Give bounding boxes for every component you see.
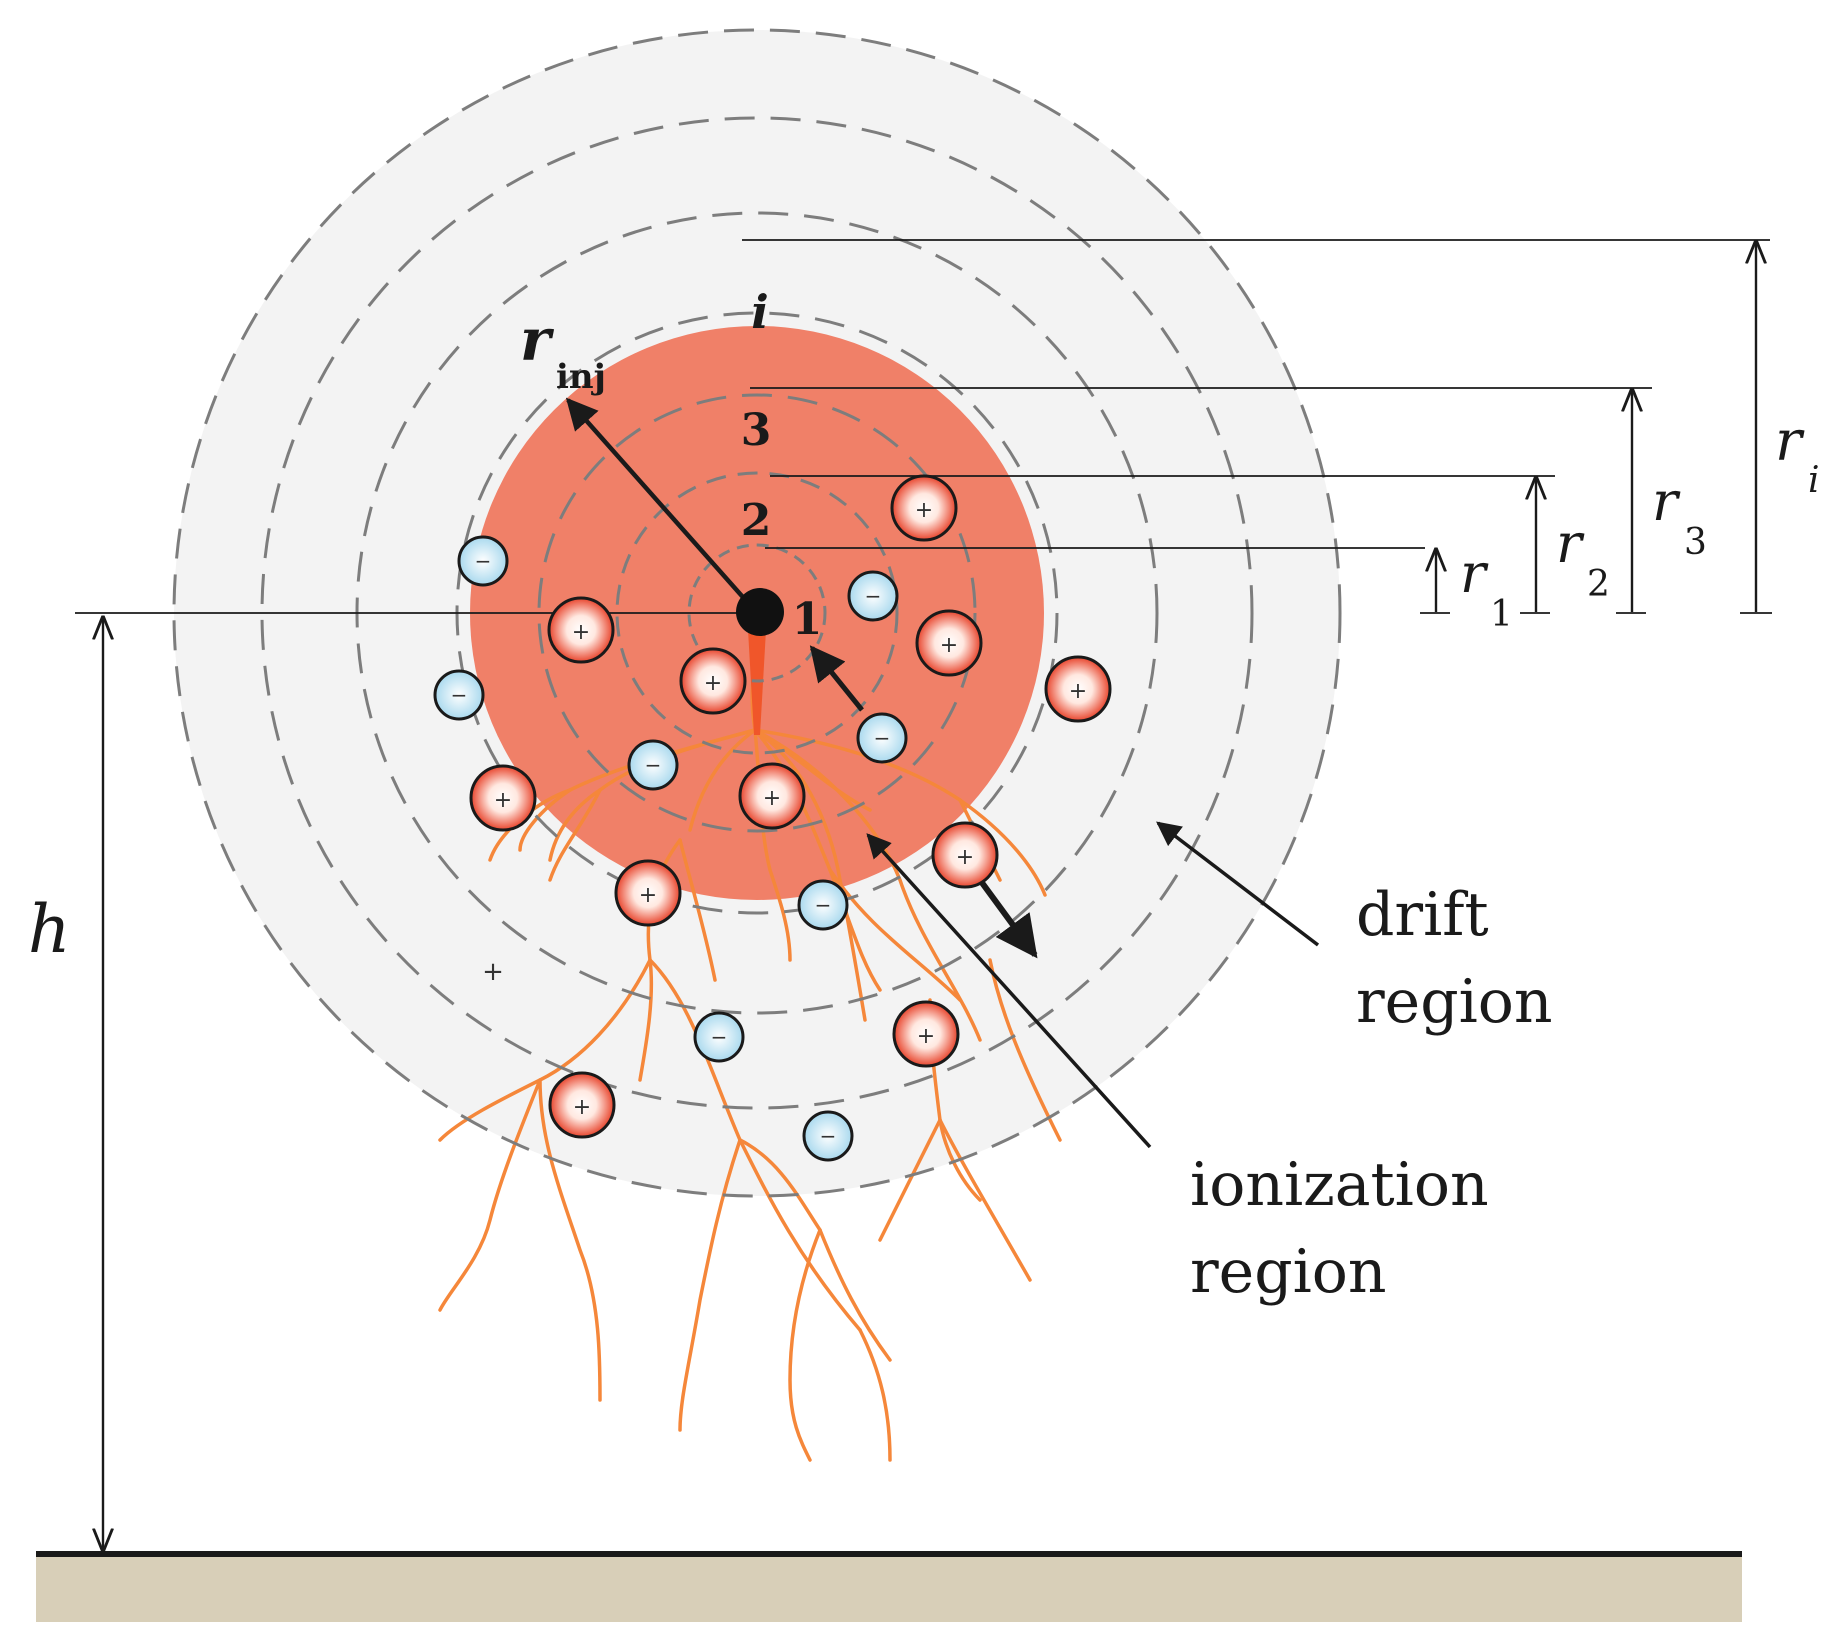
svg-text:+: + xyxy=(940,633,958,658)
positive-ion: + xyxy=(915,609,983,677)
shell-label-1: 1 xyxy=(792,594,823,645)
r-inj-subscript: inj xyxy=(556,357,606,397)
positive-ion: + xyxy=(738,762,806,830)
r-inj-label: r xyxy=(520,306,555,374)
positive-ion: + xyxy=(890,474,958,542)
injection-point xyxy=(736,588,784,636)
negative-ion: − xyxy=(457,535,509,587)
svg-text:−: − xyxy=(645,753,662,777)
svg-text:+: + xyxy=(915,498,933,523)
svg-text:−: − xyxy=(475,549,492,573)
ionization-region-pointer xyxy=(866,833,1152,1149)
positive-ion: + xyxy=(892,1000,960,1068)
positive-ion-drift-arrow xyxy=(977,878,1038,959)
svg-text:+: + xyxy=(704,671,722,696)
r1-label: r xyxy=(1460,542,1489,605)
negative-ions: − − − − − − − − xyxy=(433,535,908,1162)
drift-region-pointer xyxy=(1156,821,1320,947)
dimension-arrows xyxy=(103,242,1756,1550)
positive-ion: + xyxy=(1044,655,1112,723)
height-label: h xyxy=(28,891,71,968)
positive-ion: + xyxy=(931,821,999,889)
ionization-region-label-line1: ionization xyxy=(1190,1150,1489,1220)
r3-label: r xyxy=(1652,470,1681,533)
drift-region-label-line2: region xyxy=(1356,967,1553,1037)
dimension-lines xyxy=(75,239,1772,614)
svg-text:+: + xyxy=(917,1024,935,1049)
stray-plus-sign: + xyxy=(482,957,504,987)
svg-text:−: − xyxy=(874,726,891,750)
ionization-region-label-line2: region xyxy=(1190,1237,1387,1307)
shell-label-i: i xyxy=(751,285,768,339)
r-inj-arrow xyxy=(565,397,759,615)
positive-ion: + xyxy=(469,764,537,832)
svg-text:+: + xyxy=(1069,679,1087,704)
negative-ion-drift-arrow xyxy=(809,645,864,712)
positive-ion: + xyxy=(614,859,682,927)
negative-ion: − xyxy=(433,669,485,721)
negative-ion: − xyxy=(693,1011,745,1063)
shell-label-3: 3 xyxy=(741,405,772,456)
shell-label-2: 2 xyxy=(741,495,772,546)
negative-ion: − xyxy=(802,1110,854,1162)
positive-ion: + xyxy=(679,647,747,715)
svg-text:−: − xyxy=(711,1025,728,1049)
negative-ion: − xyxy=(627,739,679,791)
svg-text:−: − xyxy=(451,683,468,707)
svg-text:+: + xyxy=(573,1095,591,1120)
r1-subscript: 1 xyxy=(1490,594,1513,635)
r2-label: r xyxy=(1556,512,1585,575)
ri-subscript: i xyxy=(1808,460,1820,501)
negative-ion: − xyxy=(797,879,849,931)
svg-text:−: − xyxy=(815,893,832,917)
r2-subscript: 2 xyxy=(1587,564,1610,605)
ground xyxy=(36,1556,1742,1622)
positive-ion: + xyxy=(548,1071,616,1139)
r3-subscript: 3 xyxy=(1684,522,1707,563)
svg-text:−: − xyxy=(820,1124,837,1148)
svg-text:+: + xyxy=(494,788,512,813)
svg-text:−: − xyxy=(865,584,882,608)
svg-text:+: + xyxy=(639,883,657,908)
positive-ion: + xyxy=(547,596,615,664)
svg-text:+: + xyxy=(763,786,781,811)
ri-label: r xyxy=(1775,409,1805,474)
svg-text:+: + xyxy=(572,620,590,645)
negative-ion: − xyxy=(847,570,899,622)
negative-ion: − xyxy=(856,712,908,764)
drift-region-label-line1: drift xyxy=(1356,880,1489,950)
positive-ions: + + + + + + + + + + + xyxy=(469,474,1112,1139)
svg-text:+: + xyxy=(956,845,974,870)
